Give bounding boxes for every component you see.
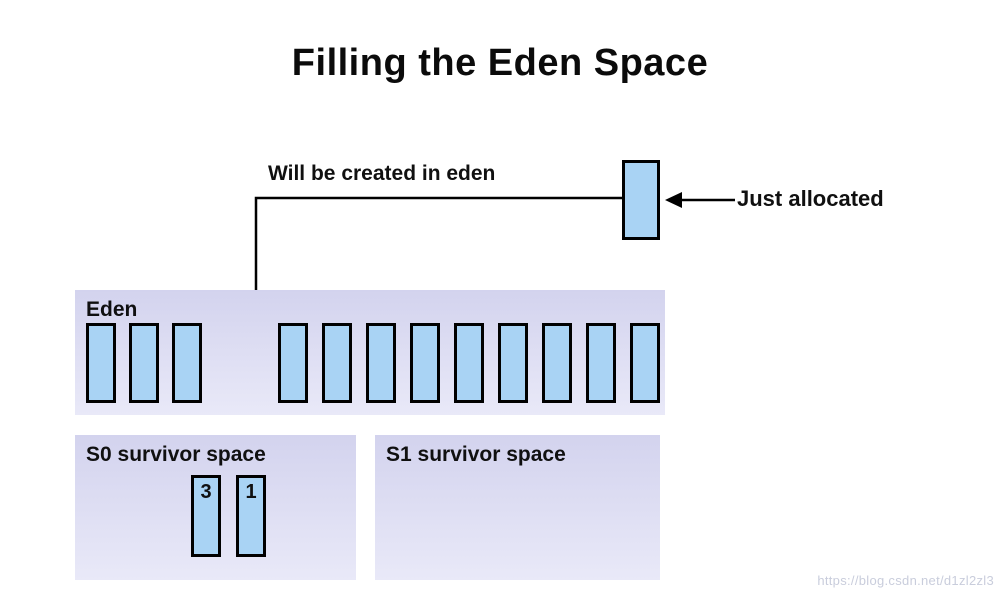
eden-object [454, 323, 484, 403]
object-age-label: 3 [200, 481, 212, 503]
eden-object [586, 323, 616, 403]
eden-object [366, 323, 396, 403]
eden-object [322, 323, 352, 403]
eden-right-group [278, 323, 660, 403]
eden-objects-row [86, 323, 660, 403]
eden-label: Eden [86, 298, 138, 321]
object-age-label: 1 [245, 481, 257, 503]
eden-object [630, 323, 660, 403]
watermark: https://blog.csdn.net/d1zl2zl3 [817, 573, 994, 588]
eden-left-group [86, 323, 202, 403]
left-arrowhead-icon [665, 192, 682, 208]
s1-region: S1 survivor space [375, 435, 660, 580]
just-allocated-label: Just allocated [737, 186, 884, 211]
eden-object [278, 323, 308, 403]
eden-object [542, 323, 572, 403]
eden-object [410, 323, 440, 403]
diagram-title: Filling the Eden Space [291, 42, 709, 84]
will-be-created-label: Will be created in eden [268, 162, 496, 185]
just-allocated-object [622, 160, 660, 240]
survivor-object: 3 [191, 475, 221, 557]
eden-region: Eden [75, 290, 665, 415]
s0-label: S0 survivor space [86, 443, 266, 466]
eden-object [172, 323, 202, 403]
s1-label: S1 survivor space [386, 443, 566, 466]
eden-object [129, 323, 159, 403]
eden-object [86, 323, 116, 403]
survivor-object: 1 [236, 475, 266, 557]
eden-object [498, 323, 528, 403]
